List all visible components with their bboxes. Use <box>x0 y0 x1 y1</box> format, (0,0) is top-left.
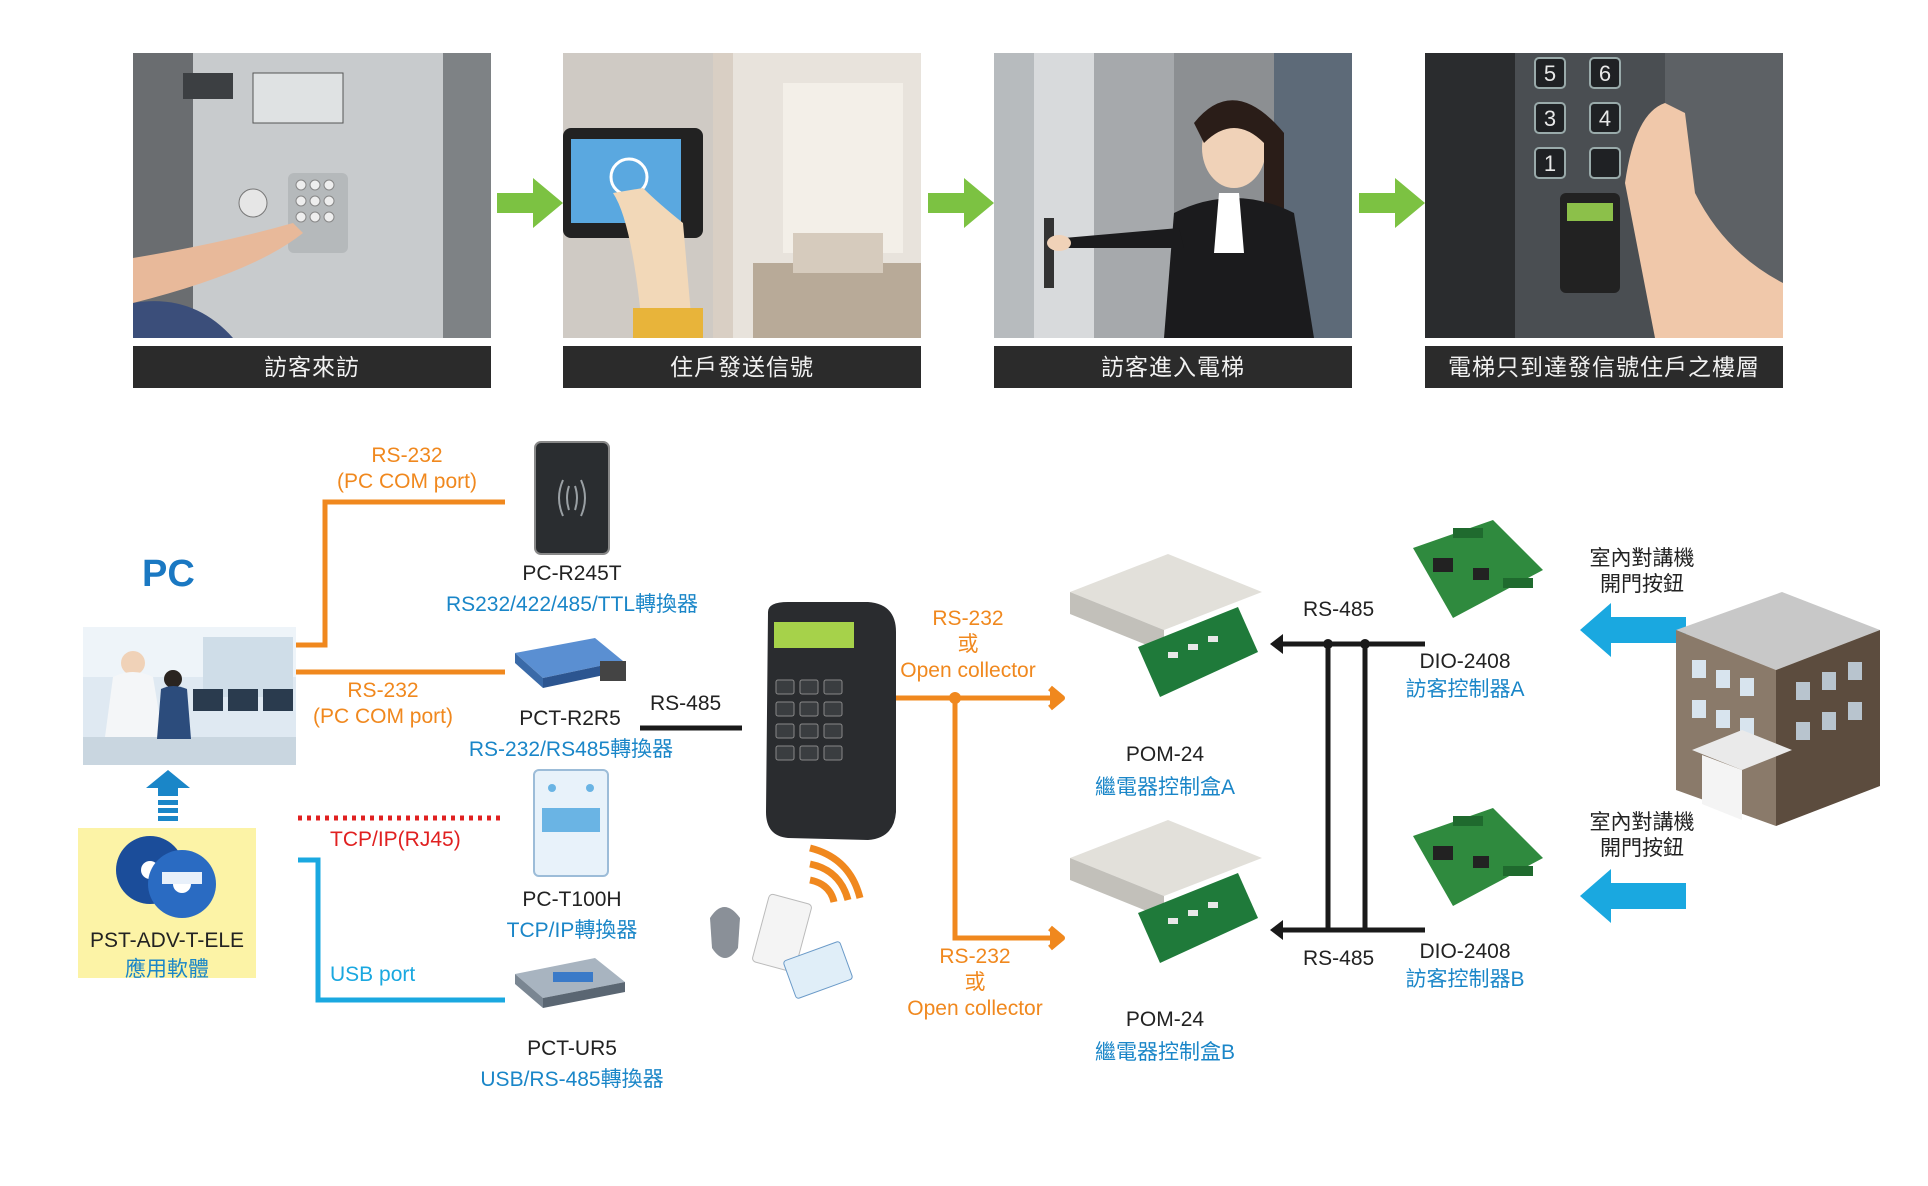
intercom-label-a: 室內對講機 開門按鈕 <box>1572 546 1712 598</box>
rfid-cards-icon <box>710 844 864 999</box>
green-arrow-icon <box>497 178 563 228</box>
pc-r245t-device-icon <box>534 441 610 555</box>
relay-b-line3: Open collector <box>907 997 1043 1020</box>
pom-b-sub: 繼電器控制盒B <box>1094 1041 1235 1064</box>
relay-b-line2: 或 <box>964 971 986 994</box>
green-arrow-icon <box>1359 178 1425 228</box>
pom-a-name: POM-24 <box>1125 743 1205 766</box>
rs485-reader-label: RS-485 <box>650 692 722 715</box>
usb-link <box>298 857 505 1003</box>
svg-text:4: 4 <box>1599 106 1611 131</box>
pc-photo <box>83 627 296 770</box>
photo-visitor-keypad <box>133 53 491 338</box>
photo-elevator-buttons: 5 6 3 4 1 <box>1425 53 1783 338</box>
rs232-mid-line2: (PC COM port) <box>312 705 453 728</box>
rs232-mid-line1: RS-232 <box>347 679 419 702</box>
green-arrow-icon <box>928 178 994 228</box>
photo-resident-panel <box>563 53 921 338</box>
rs232-link-top <box>296 499 505 648</box>
intercom-a-line1: 室內對講機 <box>1589 547 1695 570</box>
svg-text:6: 6 <box>1599 61 1611 86</box>
dio-a-name: DIO-2408 <box>1419 650 1511 673</box>
pct-r2r5-device-icon <box>515 638 626 688</box>
up-arrow-icon <box>146 770 190 821</box>
pc-t100h-device-icon <box>533 769 609 877</box>
dio-2408-b-device-icon <box>1413 808 1543 906</box>
pct-ur5-device-icon <box>515 958 625 1008</box>
dio-b-name: DIO-2408 <box>1419 940 1511 963</box>
software-box: PST-ADV-T-ELE 應用軟體 <box>78 828 256 981</box>
intercom-arrow-a <box>1580 603 1686 657</box>
pom-24-a-device-icon <box>1070 554 1262 697</box>
card-reader-keypad-icon <box>766 602 896 840</box>
relay-a-line3: Open collector <box>900 659 1036 682</box>
step-caption-4: 電梯只到達發信號住戶之樓層 <box>1425 346 1783 388</box>
tcpip-label: TCP/IP(RJ45) <box>330 828 461 851</box>
dio-2408-a-device-icon <box>1413 520 1543 618</box>
software-cd-icon <box>116 836 216 918</box>
pc-title: PC <box>142 553 195 595</box>
rs232-top-label: RS-232 (PC COM port) <box>322 443 492 495</box>
intercom-b-line1: 室內對講機 <box>1589 811 1695 834</box>
usb-label: USB port <box>330 963 416 986</box>
pct-r2r5-sub: RS-232/RS485轉換器 <box>468 738 674 761</box>
step-caption-1: 訪客來訪 <box>133 346 491 388</box>
pc-t100h-name: PC-T100H <box>522 888 622 911</box>
relay-b-line1: RS-232 <box>939 945 1011 968</box>
pct-ur5-sub: USB/RS-485轉換器 <box>480 1068 664 1091</box>
software-name: PST-ADV-T-ELE <box>89 929 245 952</box>
step-caption-3: 訪客進入電梯 <box>994 346 1352 388</box>
pc-r245t-name: PC-R245T <box>522 562 622 585</box>
relay-a-line1: RS-232 <box>932 607 1004 630</box>
pct-ur5-name: PCT-UR5 <box>527 1037 617 1060</box>
svg-text:3: 3 <box>1544 106 1556 131</box>
intercom-b-line2: 開門按鈕 <box>1600 837 1684 860</box>
rs232-top-line1: RS-232 <box>371 444 443 467</box>
pct-r2r5-name: PCT-R2R5 <box>519 707 621 730</box>
pom-a-sub: 繼電器控制盒A <box>1094 776 1235 799</box>
pom-b-name: POM-24 <box>1125 1008 1205 1031</box>
rs485-top-label: RS-485 <box>1303 598 1375 621</box>
intercom-arrow-b <box>1580 869 1686 923</box>
rs485-bottom-label: RS-485 <box>1303 947 1375 970</box>
photo-visitor-elevator <box>994 53 1352 338</box>
relay-b-label: RS-232 或 Open collector <box>900 944 1050 1022</box>
rs232-mid-label: RS-232 (PC COM port) <box>298 678 468 730</box>
software-sub: 應用軟體 <box>125 958 209 981</box>
intercom-label-b: 室內對講機 開門按鈕 <box>1572 810 1712 862</box>
step-caption-2: 住戶發送信號 <box>563 346 921 388</box>
dio-a-sub: 訪客控制器A <box>1405 678 1525 701</box>
rs232-top-line2: (PC COM port) <box>336 470 477 493</box>
dio-b-sub: 訪客控制器B <box>1405 968 1525 991</box>
relay-a-label: RS-232 或 Open collector <box>893 606 1043 684</box>
relay-link-b <box>952 698 1050 941</box>
svg-text:1: 1 <box>1544 151 1556 176</box>
pc-t100h-sub: TCP/IP轉換器 <box>506 919 638 942</box>
relay-a-line2: 或 <box>957 633 979 656</box>
building-icon <box>1676 592 1880 826</box>
pom-24-b-device-icon <box>1070 820 1262 963</box>
intercom-a-line2: 開門按鈕 <box>1600 573 1684 596</box>
pc-r245t-sub: RS232/422/485/TTL轉換器 <box>445 593 699 616</box>
svg-text:5: 5 <box>1544 61 1556 86</box>
